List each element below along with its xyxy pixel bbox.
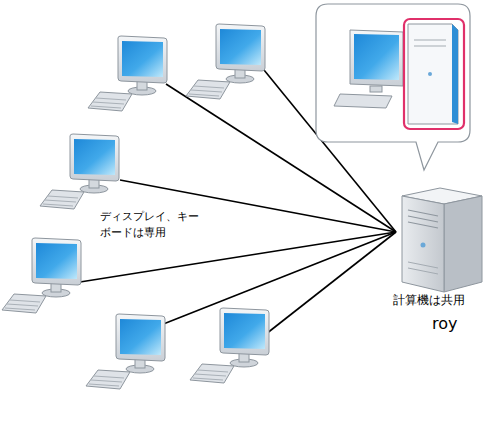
text-label: 計算機は共用 — [393, 292, 493, 309]
client-computer — [186, 24, 265, 99]
text-label: ディスプレイ、キーボードは専用 — [100, 209, 202, 241]
client-computer — [2, 238, 81, 313]
connection-line — [80, 232, 396, 282]
server-tower — [402, 188, 482, 292]
client-computer — [88, 36, 167, 111]
client-computer — [40, 134, 119, 209]
highlight-frame — [404, 19, 464, 129]
callout-bubble — [316, 4, 470, 170]
connection-line — [120, 180, 396, 232]
client-computer — [190, 308, 269, 383]
connection-line — [266, 232, 396, 334]
text-label: roy — [432, 312, 492, 335]
client-computer — [86, 314, 165, 389]
